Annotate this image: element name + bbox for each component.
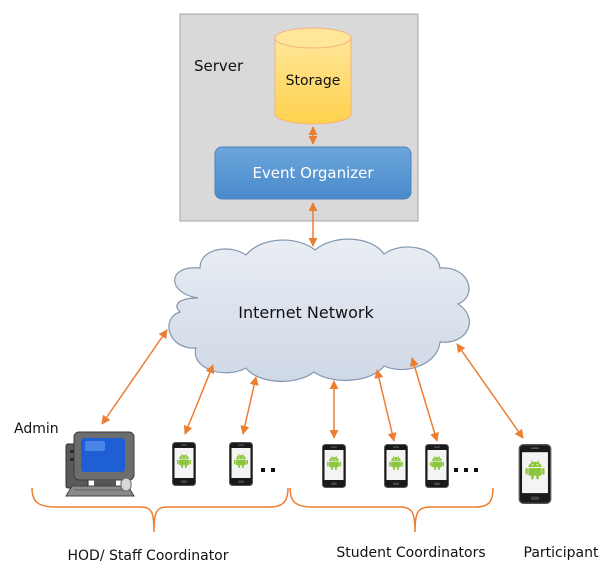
android-phone-icon	[385, 445, 408, 488]
ellipsis-icon	[454, 468, 478, 472]
android-phone-icon	[519, 445, 550, 504]
network-label: Internet Network	[238, 303, 374, 322]
participant-network-arrow	[456, 343, 524, 439]
hod-phone1-arrow	[183, 364, 215, 435]
android-phone-icon	[426, 445, 449, 488]
storage-cylinder	[274, 27, 352, 125]
hod-staff-brace	[31, 487, 289, 533]
students-brace	[289, 487, 494, 533]
hod-staff-label: HOD/ Staff Coordinator	[68, 548, 229, 561]
android-phone-icon	[230, 443, 253, 486]
event-organizer-box	[214, 146, 412, 200]
ellipsis-icon	[261, 468, 275, 472]
student-phone3-arrow	[410, 357, 439, 442]
hod-phone2-arrow	[240, 376, 259, 435]
desktop-computer-icon	[65, 431, 135, 497]
student-coordinators-label: Student Coordinators	[336, 545, 485, 561]
storage-label: Storage	[286, 73, 341, 89]
admin-network-arrow	[101, 329, 168, 425]
server-label: Server	[194, 57, 244, 75]
android-phone-icon	[323, 445, 346, 488]
event-organizer-label: Event Organizer	[252, 164, 374, 182]
network-cloud	[168, 238, 470, 382]
admin-label: Admin	[14, 421, 59, 437]
student-phone2-arrow	[374, 369, 397, 442]
android-phone-icon	[173, 443, 196, 486]
participant-label: Participant	[524, 545, 599, 561]
